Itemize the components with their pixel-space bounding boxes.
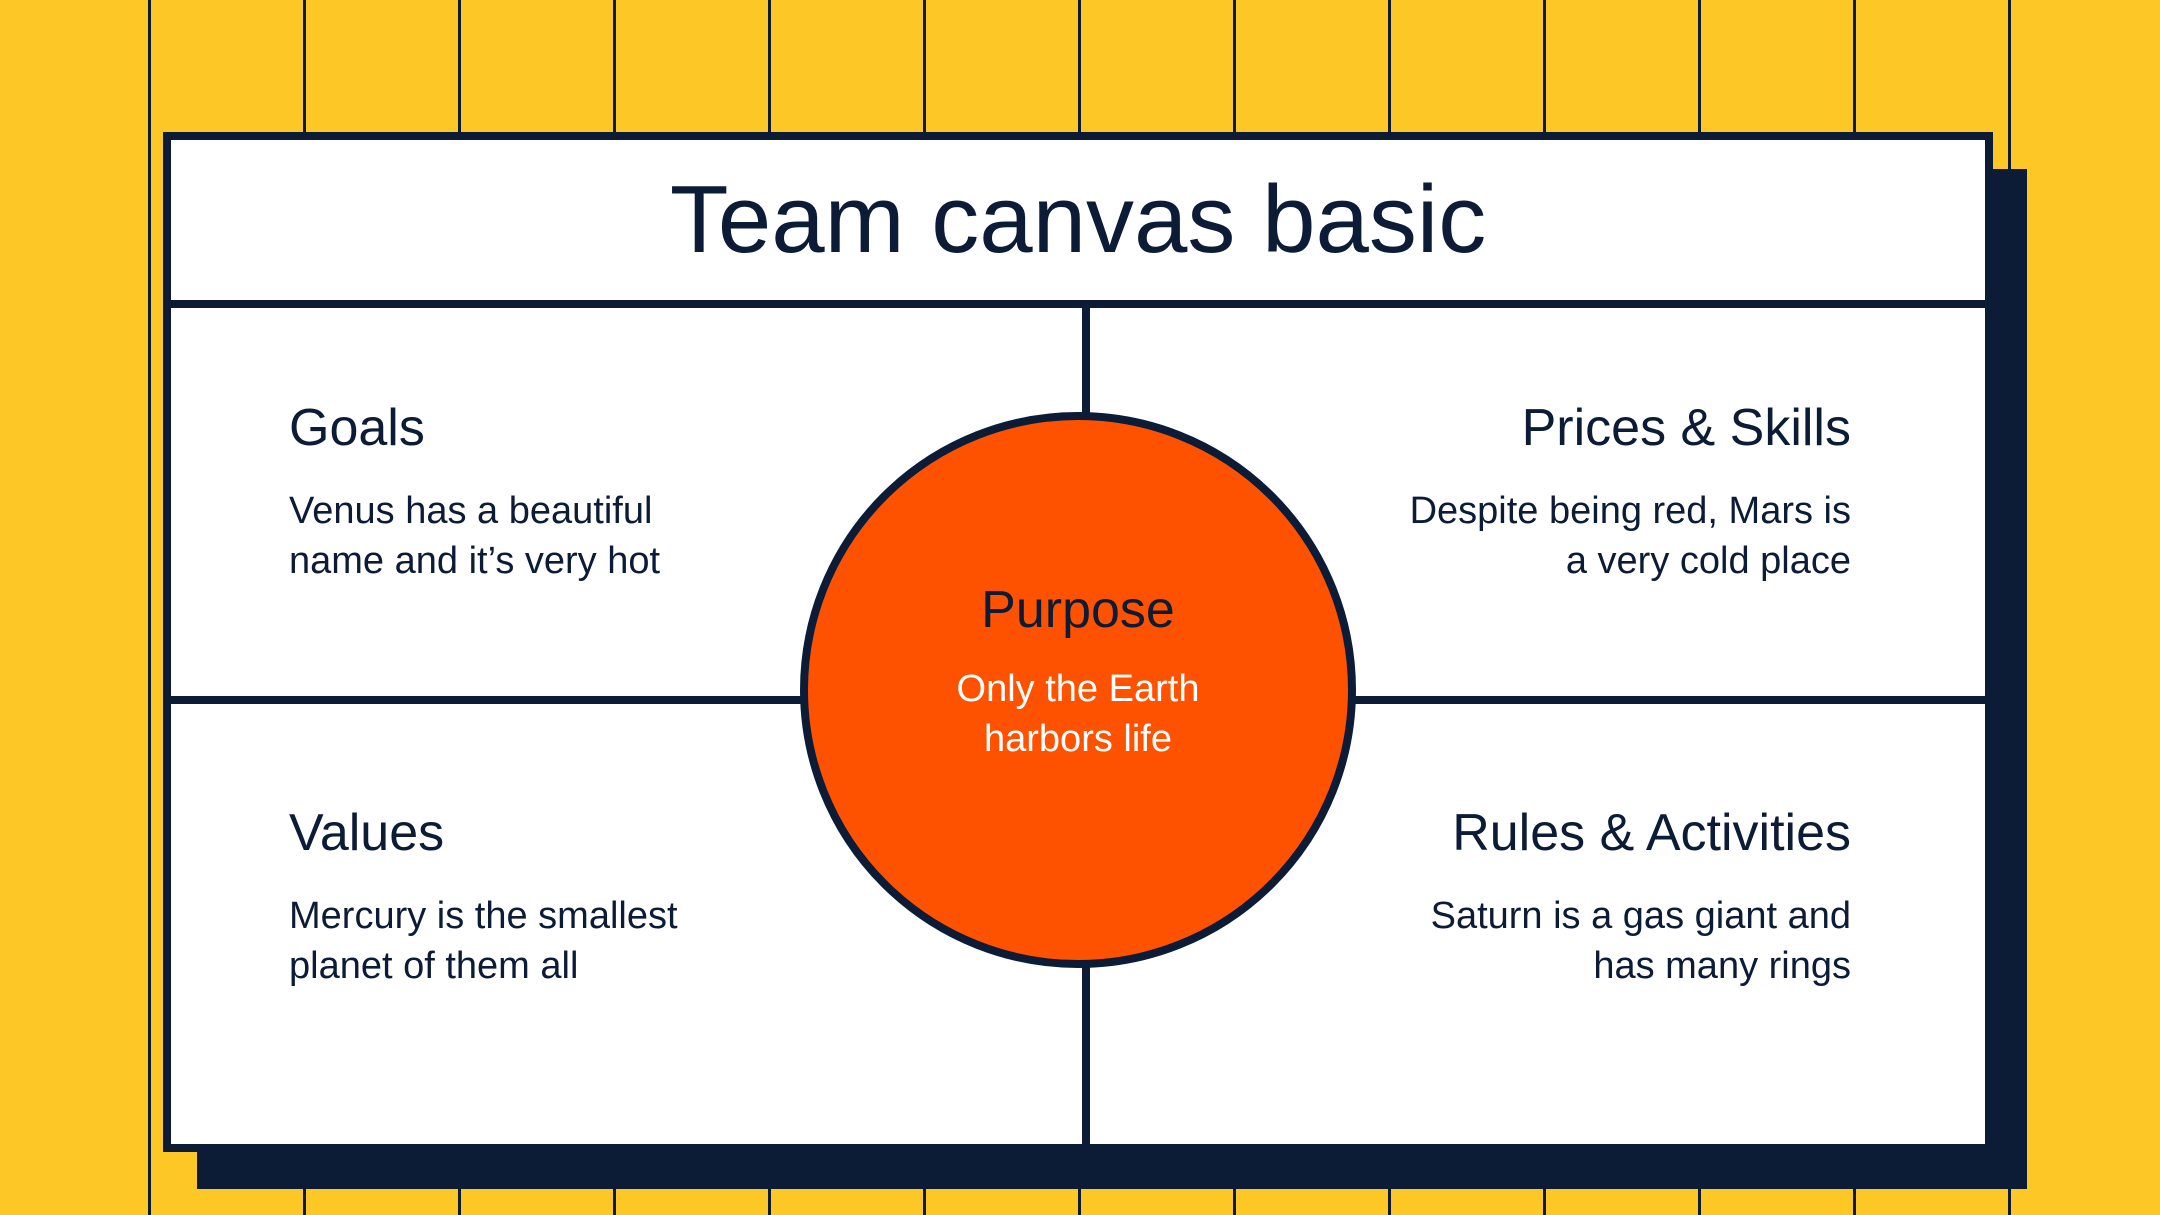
rules-activities-text: Saturn is a gas giant and has many rings: [1430, 895, 1851, 987]
prices-skills-heading: Prices & Skills: [1521, 399, 1851, 457]
background-stripe: [148, 0, 151, 1215]
quadrant-values: Values Mercury is the smallest planet of…: [289, 803, 849, 991]
purpose-text: Only the Earth harbors life: [956, 668, 1200, 760]
quadrant-prices-skills: Prices & Skills Despite being red, Mars …: [1291, 398, 1851, 586]
values-heading: Values: [289, 804, 445, 862]
quadrant-goals: Goals Venus has a beautiful name and it’…: [289, 398, 849, 586]
purpose-circle: [800, 412, 1356, 968]
purpose-heading: Purpose: [981, 581, 1175, 639]
purpose-content: Purpose Only the Earth harbors life: [800, 580, 1356, 764]
title-divider: [171, 300, 1985, 308]
quadrant-rules-activities: Rules & Activities Saturn is a gas giant…: [1291, 803, 1851, 991]
rules-activities-heading: Rules & Activities: [1452, 804, 1851, 862]
values-text: Mercury is the smallest planet of them a…: [289, 895, 678, 987]
page-title: Team canvas basic: [669, 166, 1487, 273]
prices-skills-text: Despite being red, Mars is a very cold p…: [1409, 490, 1851, 582]
goals-text: Venus has a beautiful name and it’s very…: [289, 490, 661, 582]
goals-heading: Goals: [289, 399, 425, 457]
